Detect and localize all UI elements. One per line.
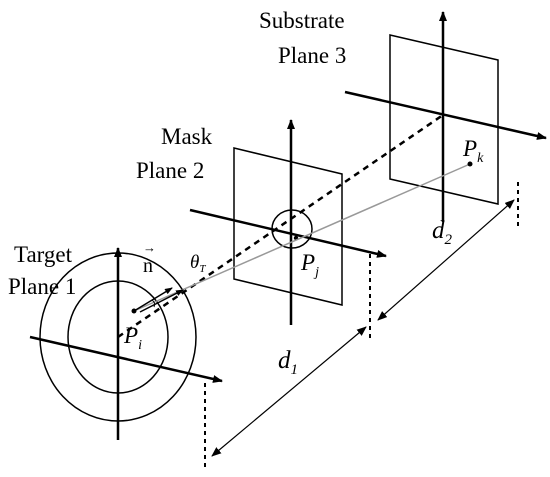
target-plane (29, 247, 223, 470)
substrate-label-line2: Plane 3 (278, 43, 346, 68)
mask-square (233, 147, 343, 306)
d1-dimension-arrow (211, 326, 367, 457)
target-label-line1: Target (14, 242, 73, 267)
pi-label: Pi (123, 323, 142, 353)
mask-label-line2: Plane 2 (136, 158, 204, 183)
mask-plane (189, 119, 387, 342)
target-label-line2: Plane 1 (8, 274, 76, 299)
mask-horizontal-axis (189, 208, 387, 258)
pj-subscript: j (313, 265, 319, 280)
d2-subscript: 2 (445, 232, 453, 248)
theta-subscript: T (199, 263, 206, 275)
d2-dimension-arrow (377, 199, 515, 321)
point-pk (467, 161, 473, 167)
ray-pi-to-pk (133, 163, 471, 312)
pk-label: Pk (462, 136, 484, 166)
normal-arrow-accent: → (143, 240, 156, 255)
normal-label: n (143, 255, 153, 277)
d2-label: d2 (432, 217, 453, 248)
theta-arc (151, 299, 156, 308)
pj-label: Pj (300, 250, 319, 280)
target-horizontal-axis (29, 335, 223, 383)
substrate-plane (344, 11, 547, 226)
normal-vector (133, 287, 173, 312)
substrate-label-line1: Substrate (259, 8, 345, 33)
substrate-horizontal-axis (344, 90, 547, 140)
normal-vector-second (139, 289, 184, 313)
pk-subscript: k (477, 151, 484, 166)
pi-subscript: i (138, 338, 142, 353)
theta-label: θT (190, 252, 206, 275)
mask-aperture (271, 209, 313, 249)
d1-subscript: 1 (291, 362, 299, 378)
d1-label: d1 (278, 347, 298, 378)
mask-label-line1: Mask (161, 124, 213, 149)
